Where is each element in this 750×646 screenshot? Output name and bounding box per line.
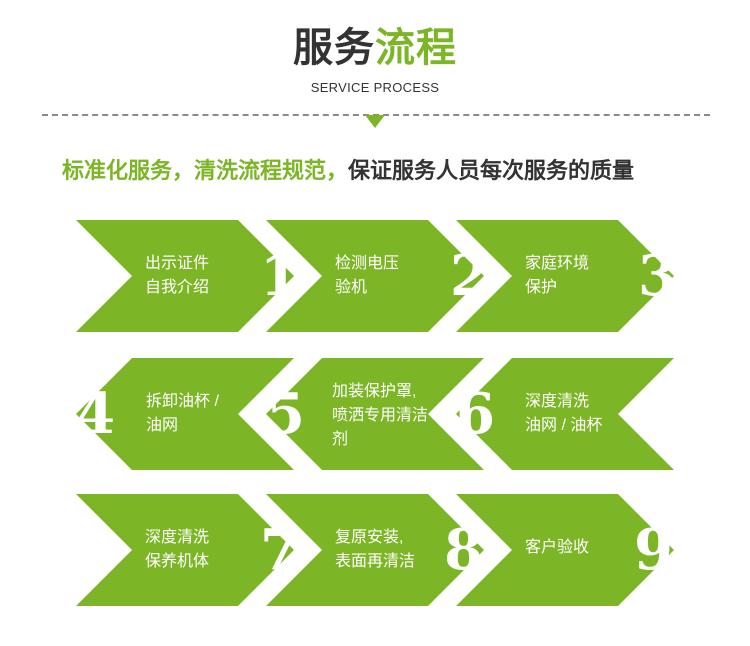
slogan-green: 标准化服务，清洗流程规范， (62, 158, 349, 183)
step-text: 客户验收 (525, 539, 590, 556)
step-text: 出示证件 自我介绍 (145, 255, 210, 296)
chevron-shape (456, 494, 674, 606)
title-green: 流程 (375, 26, 457, 70)
step-text: 加装保护罩, 喷洒专用清洁 剂 (332, 383, 429, 448)
down-triangle-icon (365, 115, 385, 128)
process-step-7: 深度清洗 保养机体 7 (76, 494, 299, 606)
chevron-shape (266, 220, 484, 332)
step-text: 深度清洗 油网 / 油杯 (525, 393, 603, 434)
step-text: 检测电压 验机 (335, 255, 400, 296)
step-number: 1 (260, 243, 299, 309)
step-number: 9 (634, 517, 673, 583)
chevron-shape (456, 358, 674, 470)
step-text: 家庭环境 保护 (525, 255, 590, 296)
chevron-shape (76, 494, 294, 606)
process-step-2: 检测电压 验机 2 (266, 220, 489, 332)
page-title: 服务流程 (0, 22, 750, 74)
step-number: 2 (450, 243, 489, 309)
title-dark: 服务 (293, 26, 375, 70)
step-text: 深度清洗 保养机体 (145, 529, 210, 570)
chevron-shape (266, 358, 484, 470)
slogan: 标准化服务，清洗流程规范，保证服务人员每次服务的质量 (62, 156, 742, 186)
chevron-shape (456, 220, 674, 332)
process-step-9: 客户验收 9 (456, 494, 674, 606)
chevron-shape (266, 494, 484, 606)
page-subtitle: SERVICE PROCESS (310, 80, 440, 95)
chevron-shape (76, 220, 294, 332)
process-step-8: 复原安装, 表面再清洁 8 (266, 494, 484, 606)
step-number: 5 (266, 381, 305, 447)
step-text: 复原安装, 表面再清洁 (335, 529, 416, 570)
slogan-dark: 保证服务人员每次服务的质量 (348, 158, 635, 183)
chevron-shape (76, 358, 294, 470)
process-step-6: 6 深度清洗 油网 / 油杯 (456, 358, 674, 470)
step-number: 6 (456, 381, 495, 447)
step-number: 8 (444, 517, 483, 583)
process-step-3: 家庭环境 保护 3 (456, 220, 677, 332)
process-step-1: 出示证件 自我介绍 1 (76, 220, 299, 332)
step-text: 拆卸油杯 / 油网 (146, 393, 219, 434)
step-number: 3 (638, 243, 677, 309)
process-step-5: 5 加装保护罩, 喷洒专用清洁 剂 (266, 358, 484, 470)
step-number: 7 (260, 517, 299, 583)
process-step-4: 4 拆卸油杯 / 油网 (76, 358, 294, 470)
step-number: 4 (76, 381, 115, 447)
